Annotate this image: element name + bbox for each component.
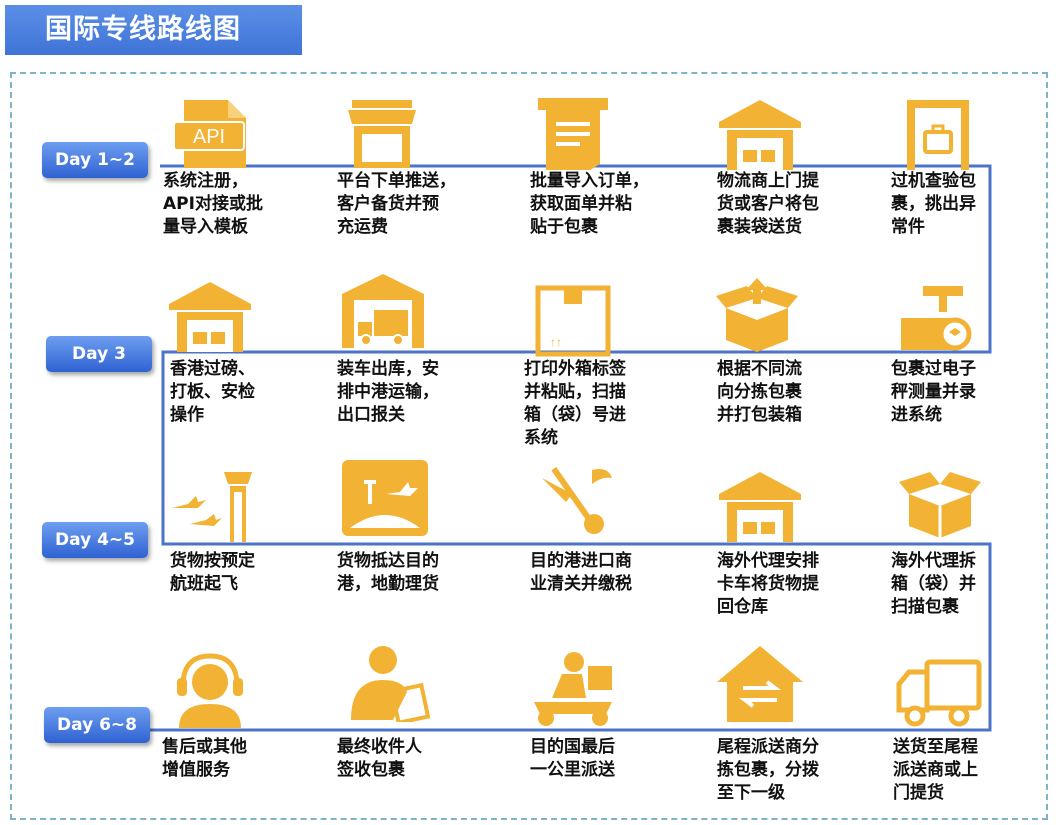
- step-label-3-1: 货物按预定 航班起飞: [170, 551, 255, 594]
- diagram-frame: [10, 72, 1048, 820]
- airport-tower-icon: [172, 472, 252, 542]
- api-file-icon: API: [173, 100, 246, 168]
- headset-agent-icon: [177, 653, 243, 728]
- step-label-1-1: 系统注册， API对接或批 量导入模板: [163, 171, 263, 237]
- warehouse-icon: [719, 472, 801, 542]
- storefront-icon: [348, 100, 416, 168]
- person-signing-icon: [351, 646, 431, 722]
- day-badge-4: Day 6~8: [44, 707, 150, 743]
- sorting-box-icon: [716, 278, 798, 352]
- page-title: 国际专线路线图: [5, 5, 302, 55]
- step-label-1-3: 批量导入订单， 获取面单并粘 贴于包裹: [530, 171, 649, 237]
- step-label-4-2: 最终收件人 签收包裹: [337, 737, 422, 780]
- scale-icon: [901, 286, 972, 351]
- svg-text:↑↑: ↑↑: [550, 335, 562, 349]
- customs-caduceus-icon: [542, 466, 612, 534]
- step-label-3-4: 海外代理安排 卡车将货物提 回仓库: [717, 551, 819, 617]
- step-label-4-4: 尾程派送商分 拣包裹，分拨 至下一级: [717, 737, 819, 803]
- svg-text:API: API: [193, 126, 225, 148]
- xray-scanner-icon: [907, 100, 969, 170]
- truck-garage-icon: [342, 274, 424, 348]
- day-badge-1: Day 1~2: [42, 142, 148, 178]
- step-label-1-2: 平台下单推送， 客户备货并预 充运费: [337, 171, 456, 237]
- step-label-2-2: 装车出库，安 排中港运输， 出口报关: [337, 359, 439, 425]
- day-badge-3: Day 4~5: [42, 522, 148, 558]
- step-label-1-4: 物流商上门提 货或客户将包 裹装袋送货: [717, 171, 819, 237]
- warehouse-icon: [169, 282, 251, 352]
- step-label-4-3: 目的国最后 一公里派送: [530, 737, 615, 780]
- warehouse-icon: [719, 100, 801, 170]
- day-badge-2: Day 3: [46, 336, 152, 372]
- carton-box-icon: ↑↑: [535, 285, 611, 357]
- open-box-icon: [899, 472, 981, 538]
- step-label-3-2: 货物抵达目的 港，地勤理货: [337, 551, 439, 594]
- sorting-house-icon: [717, 646, 803, 722]
- airport-arrival-icon: [342, 460, 428, 536]
- step-label-2-1: 香港过磅、 打板、安检 操作: [170, 359, 255, 425]
- step-label-4-5: 送货至尾程 派送商或上 门提货: [893, 737, 978, 803]
- step-label-1-5: 过机查验包 裹，挑出异 常件: [891, 171, 976, 237]
- step-label-2-5: 包裹过电子 秤测量并录 进系统: [891, 359, 976, 425]
- step-label-3-5: 海外代理拆 箱（袋）并 扫描包裹: [891, 551, 976, 617]
- step-label-2-4: 根据不同流 向分拣包裹 并打包装箱: [717, 359, 802, 425]
- delivery-scooter-icon: [534, 652, 612, 726]
- step-label-4-1: 售后或其他 增值服务: [162, 737, 247, 780]
- step-label-2-3: 打印外箱标签 并粘贴，扫描 箱（袋）号进 系统: [524, 359, 626, 448]
- step-label-3-3: 目的港进口商 业清关并缴税: [530, 551, 632, 594]
- delivery-truck-icon: [896, 659, 982, 727]
- printer-label-icon: [538, 98, 608, 170]
